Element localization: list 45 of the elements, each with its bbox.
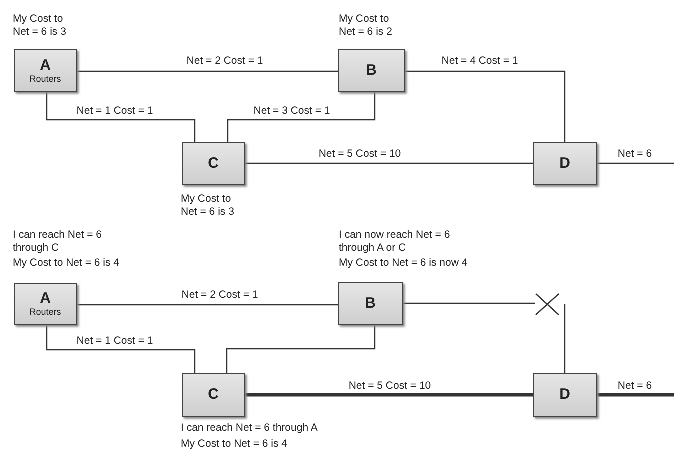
router-caption: Routers — [30, 74, 62, 84]
router-caption: Routers — [30, 307, 62, 317]
edge-label: Net = 6 — [616, 380, 654, 392]
edge-label: Net = 2 Cost = 1 — [180, 289, 260, 301]
router-name: B — [365, 296, 376, 312]
connector-line — [77, 70, 338, 72]
edge-label: Net = 5 Cost = 10 — [316, 148, 404, 160]
router-name: D — [560, 387, 570, 403]
edge-label: Net = 2 Cost = 1 — [184, 55, 266, 67]
connector-line — [597, 393, 674, 397]
router-box — [533, 373, 597, 417]
connector-line — [227, 92, 376, 142]
router-name: D — [560, 156, 570, 172]
edge-label: Net = 1 Cost = 1 — [74, 335, 156, 347]
connector-line — [46, 325, 196, 373]
router-name: A — [40, 291, 51, 307]
edge-label: Net = 6 — [616, 148, 654, 160]
router-name: B — [366, 62, 377, 78]
router-note: My Cost to Net = 6 is 4 — [13, 257, 120, 270]
router-name: C — [208, 156, 219, 172]
router-note: My Cost to Net = 6 is 4 — [181, 438, 288, 451]
router-note: My Cost to Net = 6 is 3 — [181, 193, 236, 219]
edge-label: Net = 3 Cost = 1 — [252, 105, 332, 117]
router-note: I can now reach Net = 6 through A or C — [339, 229, 452, 255]
connector-line — [77, 304, 338, 306]
connector-line — [403, 302, 535, 304]
connector-line — [597, 162, 674, 164]
router-note: My Cost to Net = 6 is now 4 — [339, 257, 469, 270]
router-box — [533, 142, 597, 185]
router-note: My Cost to Net = 6 is 3 — [13, 13, 68, 39]
edge-label: Net = 1 Cost = 1 — [74, 105, 156, 117]
connector-line — [226, 325, 376, 373]
connector-line — [564, 304, 566, 373]
connector-line — [245, 162, 533, 164]
router-note: My Cost to Net = 6 is 2 — [339, 13, 394, 39]
connector-line — [405, 70, 566, 142]
connector-line — [46, 92, 196, 142]
connector-line — [245, 393, 533, 397]
router-note: I can reach Net = 6 through A — [181, 422, 319, 435]
router-name: A — [40, 58, 51, 74]
router-name: C — [208, 387, 219, 403]
break-mark-icon — [535, 293, 560, 316]
edge-label: Net = 4 Cost = 1 — [440, 55, 520, 67]
edge-label: Net = 5 Cost = 10 — [346, 380, 434, 392]
router-note: I can reach Net = 6 through C — [13, 229, 104, 255]
